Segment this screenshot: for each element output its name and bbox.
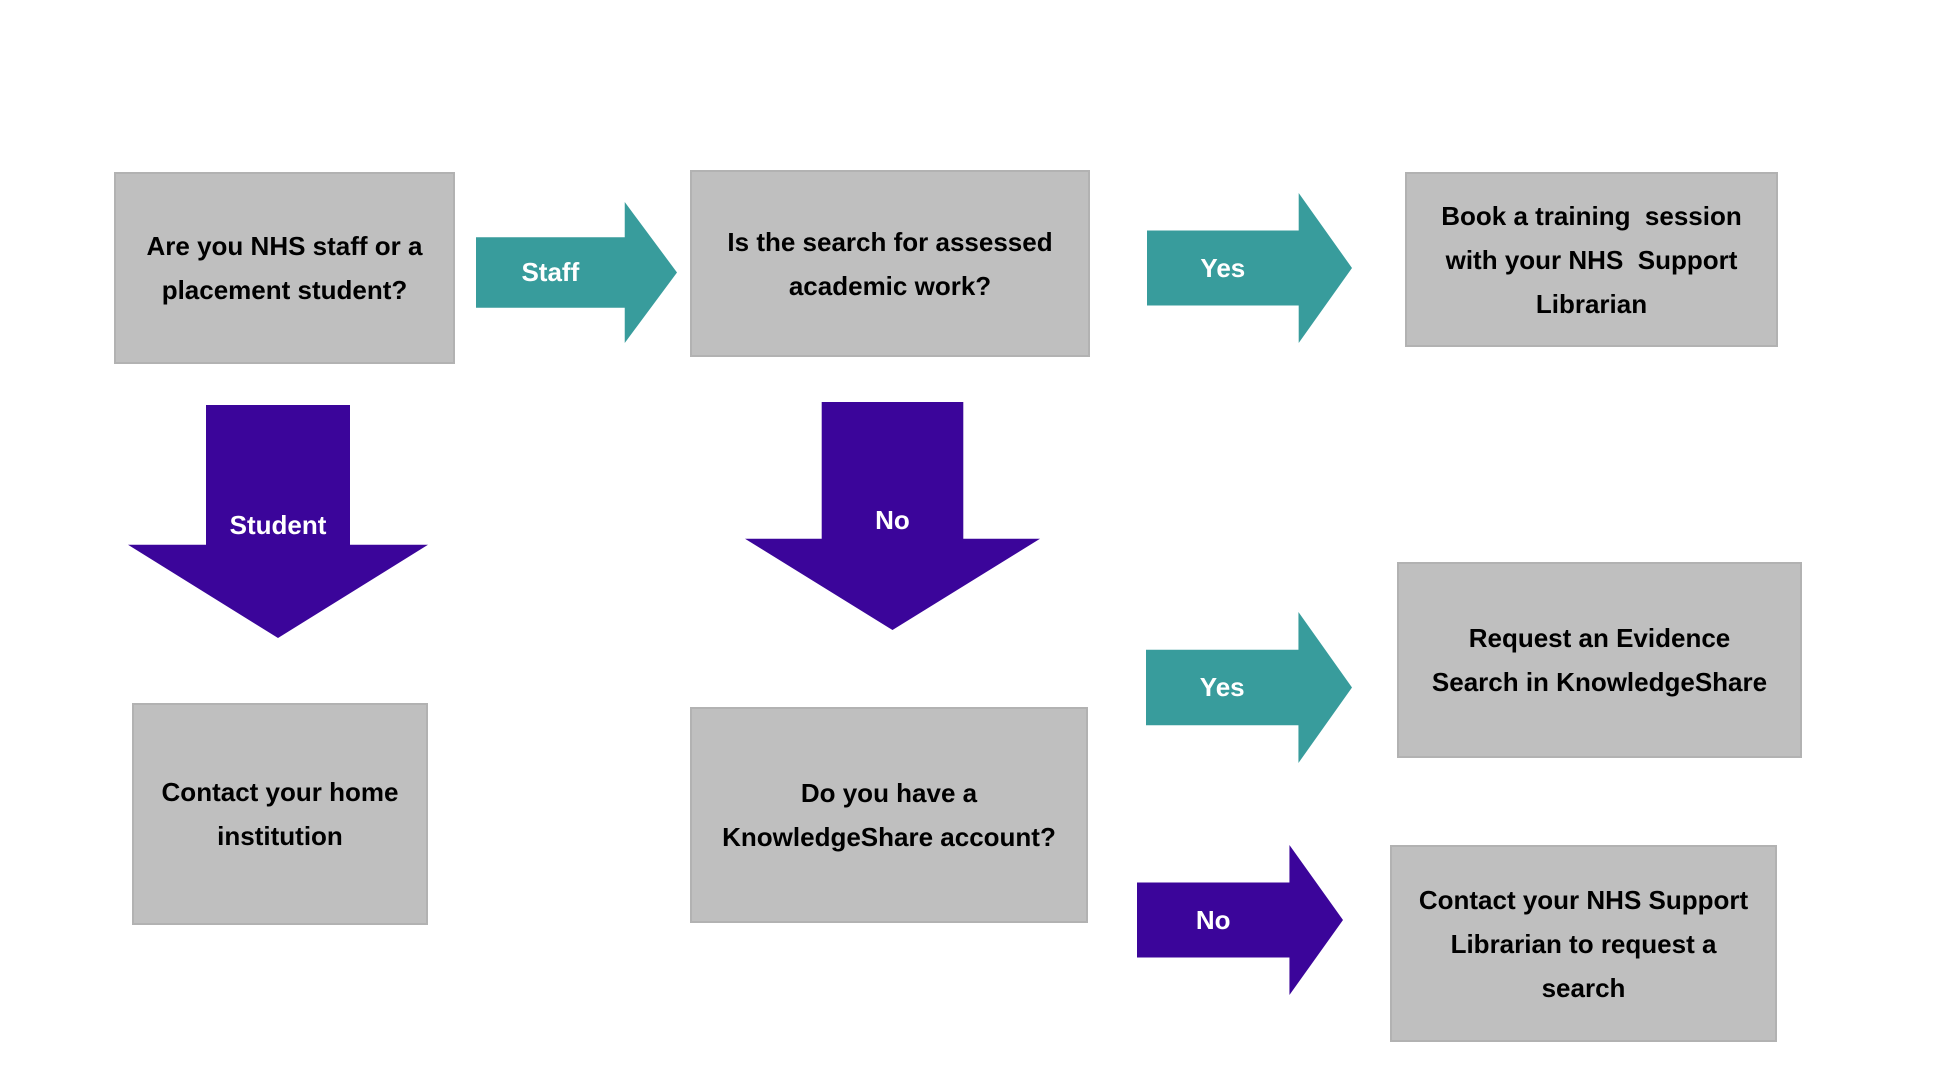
flow-box-text: Is the search for assessed academic work… [727, 226, 1053, 301]
flow-box-request-evidence-search: Request an Evidence Search in KnowledgeS… [1397, 562, 1802, 758]
flow-box-contact-nhs-support-librarian: Contact your NHS Support Librarian to re… [1390, 845, 1777, 1042]
right-arrow-icon [1137, 845, 1343, 995]
arrow-label: No [1195, 904, 1231, 935]
arrow-label: No [875, 504, 910, 535]
flow-box-book-training-session: Book a training session with your NHS Su… [1405, 172, 1778, 347]
flow-box-text: Are you NHS staff or a placement student… [146, 231, 423, 305]
down-arrow-icon [128, 405, 428, 638]
flow-box-contact-home-institution: Contact your home institution [132, 703, 428, 925]
arrow-student: Student [128, 405, 428, 638]
flow-box-text: Request an Evidence Search in KnowledgeS… [1431, 623, 1768, 697]
arrow-no-to-contact-librarian: No [1137, 845, 1343, 995]
right-arrow-icon [476, 202, 677, 343]
arrow-staff: Staff [476, 202, 677, 343]
arrow-label: Staff [521, 257, 580, 287]
arrow-label: Yes [1199, 672, 1245, 702]
down-arrow-icon [745, 402, 1040, 630]
right-arrow-icon [1146, 612, 1352, 763]
flow-box-knowledgeshare-account: Do you have a KnowledgeShare account? [690, 707, 1088, 923]
arrow-no-to-account-question: No [745, 402, 1040, 630]
flow-box-text: Contact your NHS Support Librarian to re… [1418, 884, 1749, 1003]
flow-box-staff-or-student: Are you NHS staff or a placement student… [114, 172, 455, 364]
flow-box-text: Book a training session with your NHS Su… [1441, 200, 1742, 319]
flow-box-assessed-academic-work: Is the search for assessed academic work… [690, 170, 1090, 357]
arrow-label: Student [229, 510, 327, 540]
flow-box-text: Contact your home institution [161, 777, 399, 851]
arrow-yes-to-training: Yes [1147, 193, 1352, 343]
arrow-yes-to-evidence-search: Yes [1146, 612, 1352, 763]
right-arrow-icon [1147, 193, 1352, 343]
flow-box-text: Do you have a KnowledgeShare account? [722, 778, 1056, 852]
arrow-label: Yes [1200, 252, 1246, 283]
